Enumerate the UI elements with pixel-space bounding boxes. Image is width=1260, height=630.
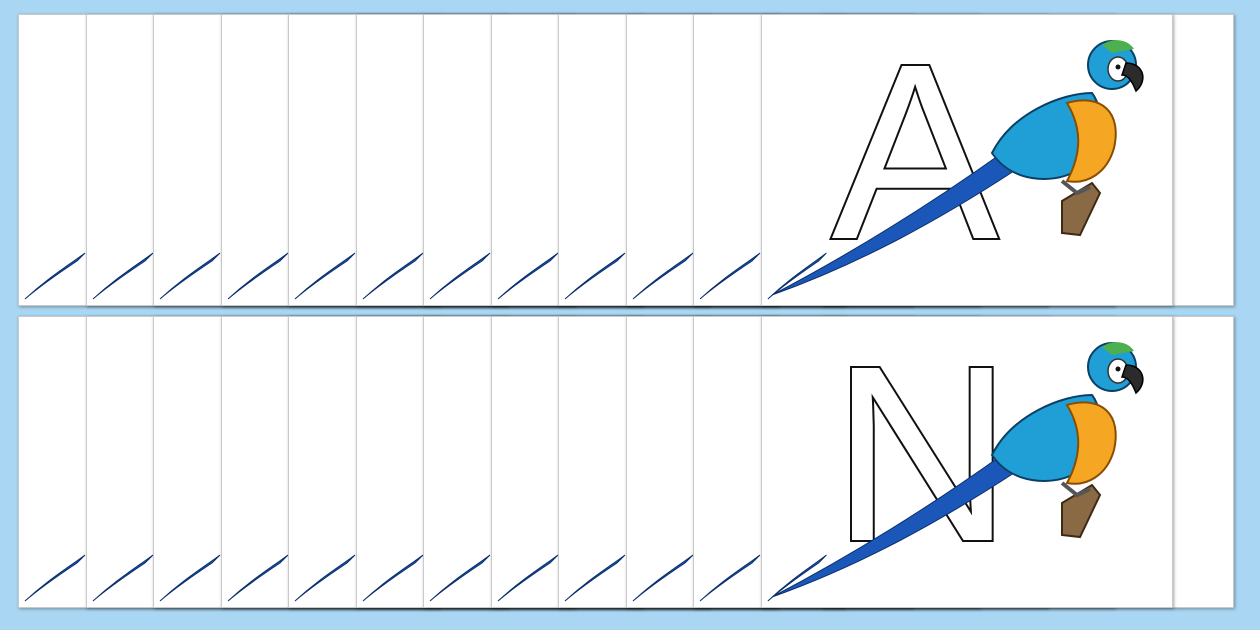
parrot-tail-feather xyxy=(24,252,86,300)
banner-card: N xyxy=(760,316,1173,608)
parrot-tail-feather xyxy=(92,554,153,602)
parrot-tail-feather xyxy=(159,252,221,300)
parrot-tail-feather xyxy=(24,554,86,602)
parrot-tail-feather xyxy=(294,554,356,602)
parrot-tail-feather xyxy=(362,554,423,602)
banner-letter: N xyxy=(830,316,1015,593)
parrot-tail-feather xyxy=(159,554,221,602)
parrot-tail-feather xyxy=(429,554,491,602)
parrot-tail-feather xyxy=(227,554,288,602)
parrot-tail-feather xyxy=(767,554,827,602)
parrot-illustration xyxy=(771,40,1144,296)
parrot-tail-feather xyxy=(497,554,558,602)
parrot-tail-feather xyxy=(564,252,626,300)
banner-letter: A xyxy=(830,14,1001,291)
parrot-illustration xyxy=(771,342,1144,598)
parrot-tail-feather xyxy=(699,252,761,300)
banner-card: A xyxy=(760,14,1173,306)
parrot-tail-feather xyxy=(699,554,761,602)
parrot-tail-feather xyxy=(429,252,491,300)
parrot-tail-feather xyxy=(564,554,626,602)
parrot-tail-feather xyxy=(294,252,356,300)
parrot-tail-feather xyxy=(227,252,288,300)
parrot-tail-feather xyxy=(497,252,558,300)
banner-row-2: N xyxy=(18,316,1242,608)
parrot-tail-feather xyxy=(632,252,693,300)
parrot-tail-feather xyxy=(632,554,693,602)
parrot-tail-feather xyxy=(92,252,153,300)
parrot-tail-feather xyxy=(362,252,423,300)
banner-row-1: A xyxy=(18,14,1242,306)
parrot-tail-feather xyxy=(767,252,827,300)
